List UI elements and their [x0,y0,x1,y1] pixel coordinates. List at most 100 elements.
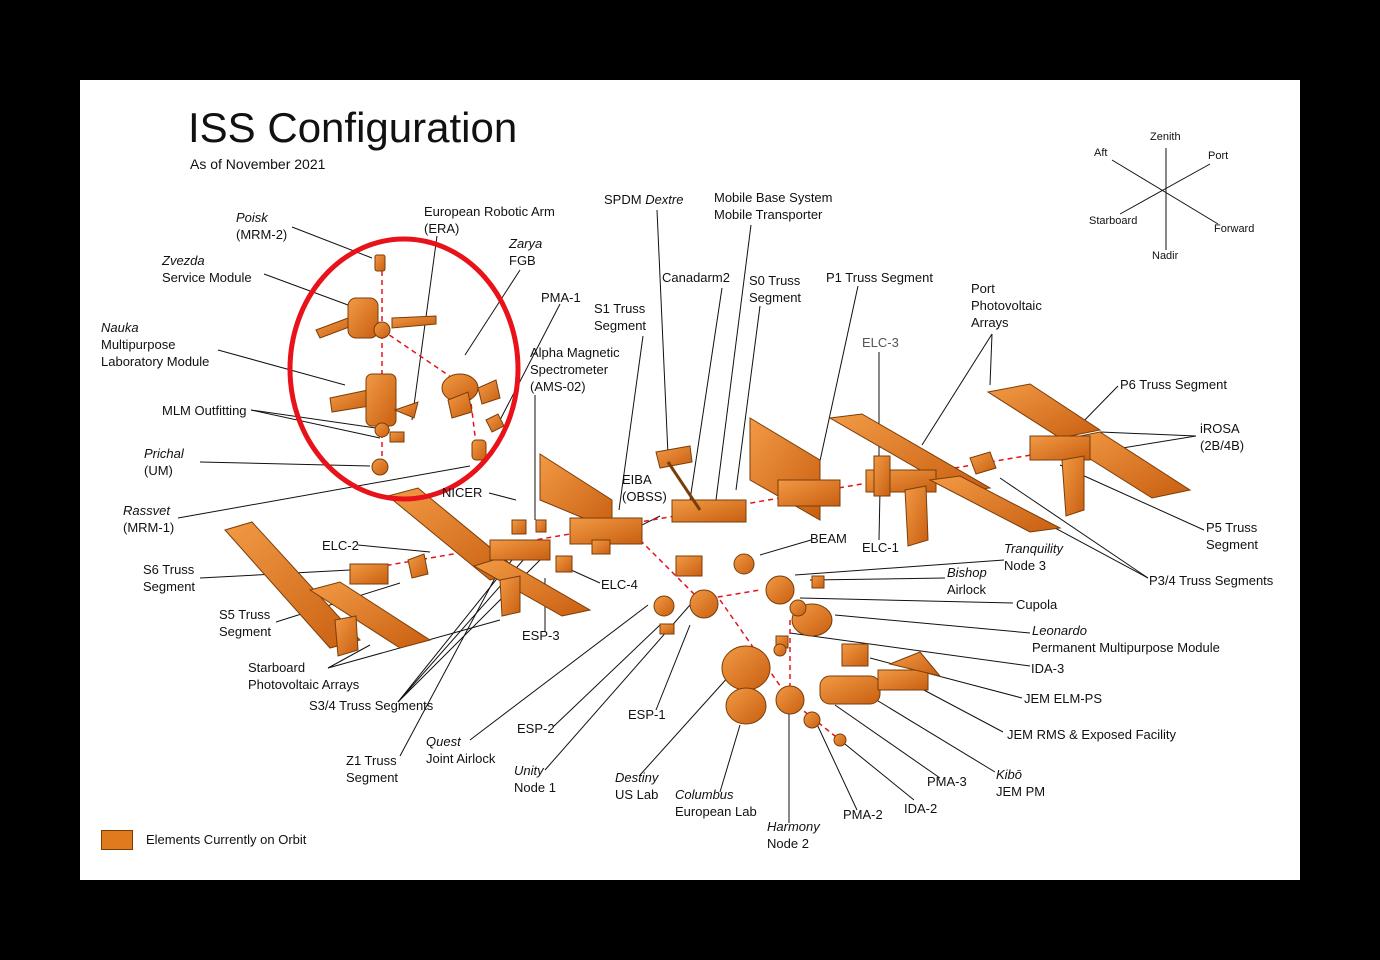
label-elc3: ELC-3 [862,335,899,350]
poisk-module [374,254,386,272]
jem-ef [877,669,929,691]
label-esp1: ESP-1 [628,707,666,722]
p1-truss [777,479,841,507]
z1-truss [659,623,675,635]
label-esp2: ESP-2 [517,721,555,736]
label-p6: P6 Truss Segment [1120,377,1227,392]
port-radiator [828,413,992,493]
s6-radiator [334,615,359,657]
zvezda-aft-port [373,321,391,339]
legend-label: Elements Currently on Orbit [146,832,307,847]
s34-radiator [499,575,521,617]
label-pma2: PMA-2 [843,807,883,822]
label-cupola: Cupola [1016,597,1058,612]
label-mlm-outfitting: MLM Outfitting [162,403,247,418]
compass-nadir: Nadir [1152,250,1179,262]
elc3-stack [873,455,891,497]
label-beam: BEAM [810,531,847,546]
page-subtitle: As of November 2021 [190,156,326,172]
harmony-node [775,685,805,715]
label-elc1: ELC-1 [862,540,899,555]
compass-zenith: Zenith [1150,131,1181,143]
compass-aft: Aft [1094,147,1108,159]
p6-array-b [1058,431,1192,499]
nicer-box [511,519,527,535]
compass-forward: Forward [1214,223,1255,235]
rassvet-module [471,439,487,461]
compass-starboard: Starboard [1089,215,1138,227]
label-jem-elm: JEM ELM-PS [1024,691,1103,706]
label-p1: P1 Truss Segment [826,270,933,285]
nauka-module [365,373,397,427]
legend-swatch [101,830,133,850]
s0-truss [671,499,747,523]
label-era: European Robotic Arm(ERA) [424,204,555,236]
page-title: ISS Configuration [188,104,518,151]
era-arm [393,401,419,419]
zarya-array-a [447,391,473,419]
label-nicer: NICER [442,485,483,500]
label-esp3: ESP-3 [522,628,560,643]
nauka-array [329,389,371,413]
dextre [655,445,693,469]
station-modules [224,254,1192,747]
columbus-lab [725,687,767,725]
esp3-box [535,519,547,533]
label-prichal: Prichal(UM) [144,446,184,478]
cupola [789,599,807,617]
esp2-pallet [675,555,703,577]
label-jem-rms: JEM RMS & Exposed Facility [1007,727,1177,742]
beam-module [733,553,755,575]
p6-radiator [1061,455,1085,517]
label-elc2: ELC-2 [322,538,359,553]
russian-segment-highlight-circle [287,236,521,502]
s34-array-b [472,557,592,617]
label-ida2: IDA-2 [904,801,938,816]
p6-truss [1029,435,1091,461]
label-p34: P3/4 Truss Segments [1149,573,1274,588]
p34-array [928,475,1062,533]
ida2-adapter [833,733,847,747]
mlm-outfitting-part [389,431,405,443]
kibo-pm [819,675,881,705]
mlm-outfitting-ball [374,422,390,438]
zarya-array-b [477,379,501,405]
canadarm2-boom [666,461,702,511]
compass-port: Port [1208,150,1229,162]
unity-node [689,589,719,619]
label-elc4: ELC-4 [601,577,638,592]
p6-array-a [986,383,1102,439]
label-rassvet: Rassvet(MRM-1) [123,503,175,535]
prichal-module [371,458,389,476]
p5-truss [969,451,997,475]
s5-array [308,581,432,649]
zvezda-left-array [315,317,353,339]
jem-rms [888,651,942,677]
label-canadarm2: Canadarm2 [662,270,730,285]
p34-radiator [904,485,929,547]
label-ida3: IDA-3 [1031,661,1065,676]
label-pma3: PMA-3 [927,774,967,789]
label-eiba: EIBA(OBSS) [622,472,667,504]
pma2-adapter [803,711,821,729]
pma3-adapter [773,643,787,657]
diagram-card [80,80,1300,880]
